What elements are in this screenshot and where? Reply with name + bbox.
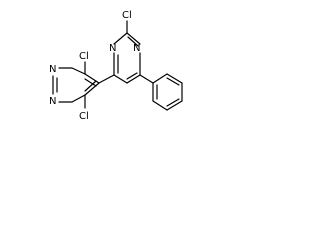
atom-label-cl: Cl	[79, 111, 89, 122]
bond-c2-n3	[113, 32, 128, 45]
bond-c2-n1-double	[127, 36, 139, 47]
lower-bond-2	[71, 67, 86, 75]
bond-c5-c6	[126, 74, 141, 84]
atom-label-n: N	[49, 96, 56, 107]
atom-label-cl: Cl	[79, 51, 89, 62]
bond-ring-ring	[98, 74, 115, 84]
lower-bond-7-double	[84, 80, 97, 92]
bond-c5-c6-double	[126, 72, 138, 80]
atom-label-n: N	[133, 43, 140, 54]
phenyl-bond-3	[166, 100, 183, 111]
phenyl-bond-5	[166, 73, 183, 84]
lower-bond-1-double	[84, 78, 97, 87]
phenyl-bond-5-double	[166, 77, 180, 86]
phenyl-bond-6	[152, 73, 168, 84]
lower-bond-1	[84, 73, 100, 84]
phenyl-bond-2	[152, 100, 168, 111]
atom-label-n: N	[49, 64, 56, 75]
phenyl-bond-3-double	[166, 98, 180, 107]
lower-bond-7	[84, 82, 100, 96]
atom-label-cl: Cl	[122, 10, 132, 21]
bond-c2-n1	[126, 32, 141, 45]
atom-label-n: N	[109, 43, 116, 54]
bond-c6-phenyl	[139, 74, 154, 84]
molecule-diagram: Cl N N Cl N N Cl	[0, 0, 223, 148]
bond-c4-c5	[113, 74, 128, 84]
molecule-svg: Cl N N Cl N N Cl	[49, 10, 183, 122]
lower-bond-6	[71, 94, 86, 103]
